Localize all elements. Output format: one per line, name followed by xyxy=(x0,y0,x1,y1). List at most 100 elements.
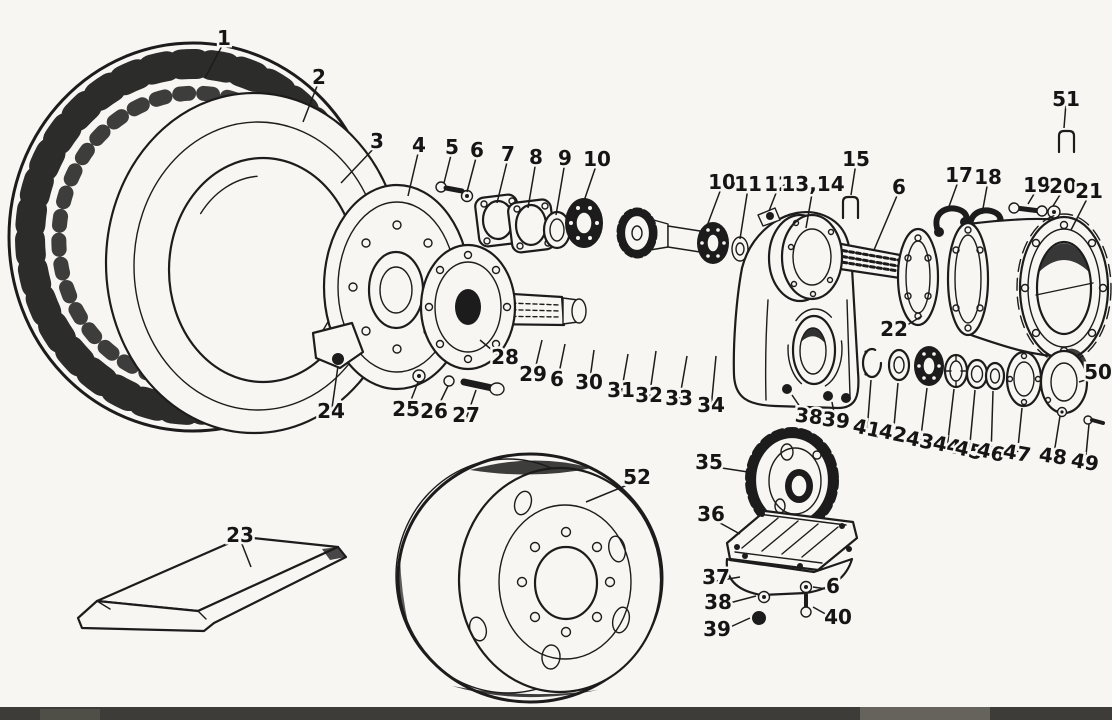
callout-17: 17 xyxy=(943,161,975,213)
callout-39: 39 xyxy=(701,615,751,644)
callout-3: 3 xyxy=(340,127,386,184)
disc-bracket xyxy=(311,321,365,370)
callout-15: 15 xyxy=(840,145,872,196)
part-number-12: 12 xyxy=(764,172,792,196)
part-number-38: 38 xyxy=(704,590,732,614)
wheel-hub-assembly xyxy=(896,213,1112,363)
callout-20: 20 xyxy=(1047,172,1079,207)
flange-13 xyxy=(780,213,844,301)
gasket-22 xyxy=(896,227,940,327)
part-number-17: 17 xyxy=(945,163,973,187)
callout-10: 10 xyxy=(581,145,613,202)
bracket-bolt xyxy=(332,353,344,365)
part-number-15: 15 xyxy=(842,147,870,171)
bearing-cover-parts xyxy=(435,181,603,254)
part-number-39: 39 xyxy=(703,617,731,641)
part-number-21: 21 xyxy=(1075,179,1103,203)
callout-6: 6 xyxy=(873,173,908,251)
bearing-10b xyxy=(697,222,729,264)
callout-30: 30 xyxy=(573,349,605,397)
rim-band xyxy=(76,535,348,633)
part-number-29: 29 xyxy=(519,362,547,386)
callout-34: 34 xyxy=(695,355,727,420)
part-number-8: 8 xyxy=(529,145,543,169)
drive-housing xyxy=(732,207,910,410)
part-number-3: 3 xyxy=(370,129,384,153)
washer-42 xyxy=(887,348,911,382)
callout-51: 51 xyxy=(1050,85,1082,129)
locknut-45 xyxy=(965,358,989,390)
callout-38: 38 xyxy=(791,394,827,432)
part-number-2: 2 xyxy=(312,65,326,89)
gear-and-cover xyxy=(725,427,859,625)
part-number-49: 49 xyxy=(1069,448,1101,476)
hook-18 xyxy=(967,207,1004,236)
part-number-6: 6 xyxy=(826,574,840,598)
part-number-31: 31 xyxy=(607,378,635,402)
callout-43: 43 xyxy=(901,387,939,457)
callout-38: 38 xyxy=(702,588,757,617)
callout-35: 35 xyxy=(693,448,749,477)
nut-39 xyxy=(752,611,766,625)
housing-nut xyxy=(841,393,851,403)
callout-1: 1 xyxy=(204,24,233,79)
bolt-27 xyxy=(460,378,496,392)
part-number-27: 27 xyxy=(452,403,480,427)
part-number-35: 35 xyxy=(695,450,723,474)
hub-bearing-parts-row xyxy=(861,346,1105,425)
bearing-43 xyxy=(914,346,944,386)
part-number-52: 52 xyxy=(623,465,651,489)
grid-plate-36 xyxy=(725,509,859,572)
bearing-10 xyxy=(565,198,603,248)
callout-36: 36 xyxy=(695,500,741,535)
staple-51 xyxy=(1057,129,1076,154)
callout-19: 19 xyxy=(1021,171,1053,205)
part-number-6: 6 xyxy=(892,175,906,199)
callout-37: 37 xyxy=(700,563,741,592)
callout-29: 29 xyxy=(517,339,549,389)
callout-49: 49 xyxy=(1067,423,1103,479)
washer-26 xyxy=(443,375,455,387)
callout-21: 21 xyxy=(1070,177,1105,231)
callout-23: 23 xyxy=(224,521,256,568)
retainer-47 xyxy=(1005,350,1043,408)
callout-11: 11 xyxy=(732,170,764,240)
callout-39: 39 xyxy=(818,401,854,436)
callout-50: 50 xyxy=(1078,358,1112,387)
callout-12: 12 xyxy=(762,170,794,212)
callout-2: 2 xyxy=(302,63,328,123)
hub-flange-and-shaft xyxy=(419,243,587,371)
callout-9: 9 xyxy=(555,144,574,216)
part-number-11: 11 xyxy=(734,172,762,196)
staple-15 xyxy=(841,195,860,220)
wheel-rim xyxy=(395,452,664,704)
part-number-25: 25 xyxy=(392,397,420,421)
callout-40: 40 xyxy=(812,603,854,632)
part-number-32: 32 xyxy=(635,383,663,407)
part-number-6: 6 xyxy=(470,138,484,162)
callout-32: 32 xyxy=(633,350,665,410)
part-number-20: 20 xyxy=(1049,174,1077,198)
part-number-34: 34 xyxy=(697,393,725,417)
part-number-6: 6 xyxy=(550,367,564,391)
part-number-13,14: 13,14 xyxy=(781,172,844,196)
part-number-1: 1 xyxy=(217,26,231,50)
circlip-41 xyxy=(861,347,883,379)
part-number-39: 39 xyxy=(821,407,851,434)
part-number-7: 7 xyxy=(501,142,515,166)
callout-42: 42 xyxy=(874,382,912,450)
washer-46 xyxy=(984,361,1006,391)
callout-22: 22 xyxy=(878,315,923,344)
scan-edge-bar xyxy=(0,707,1112,720)
part-number-48: 48 xyxy=(1038,442,1069,470)
part-number-5: 5 xyxy=(445,135,459,159)
hub-mid-flange xyxy=(946,221,990,337)
part-number-28: 28 xyxy=(491,345,519,369)
part-number-40: 40 xyxy=(824,605,852,629)
callout-8: 8 xyxy=(527,143,545,209)
callout-26: 26 xyxy=(418,385,450,426)
callout-28: 28 xyxy=(479,339,521,372)
callout-24: 24 xyxy=(315,365,347,426)
